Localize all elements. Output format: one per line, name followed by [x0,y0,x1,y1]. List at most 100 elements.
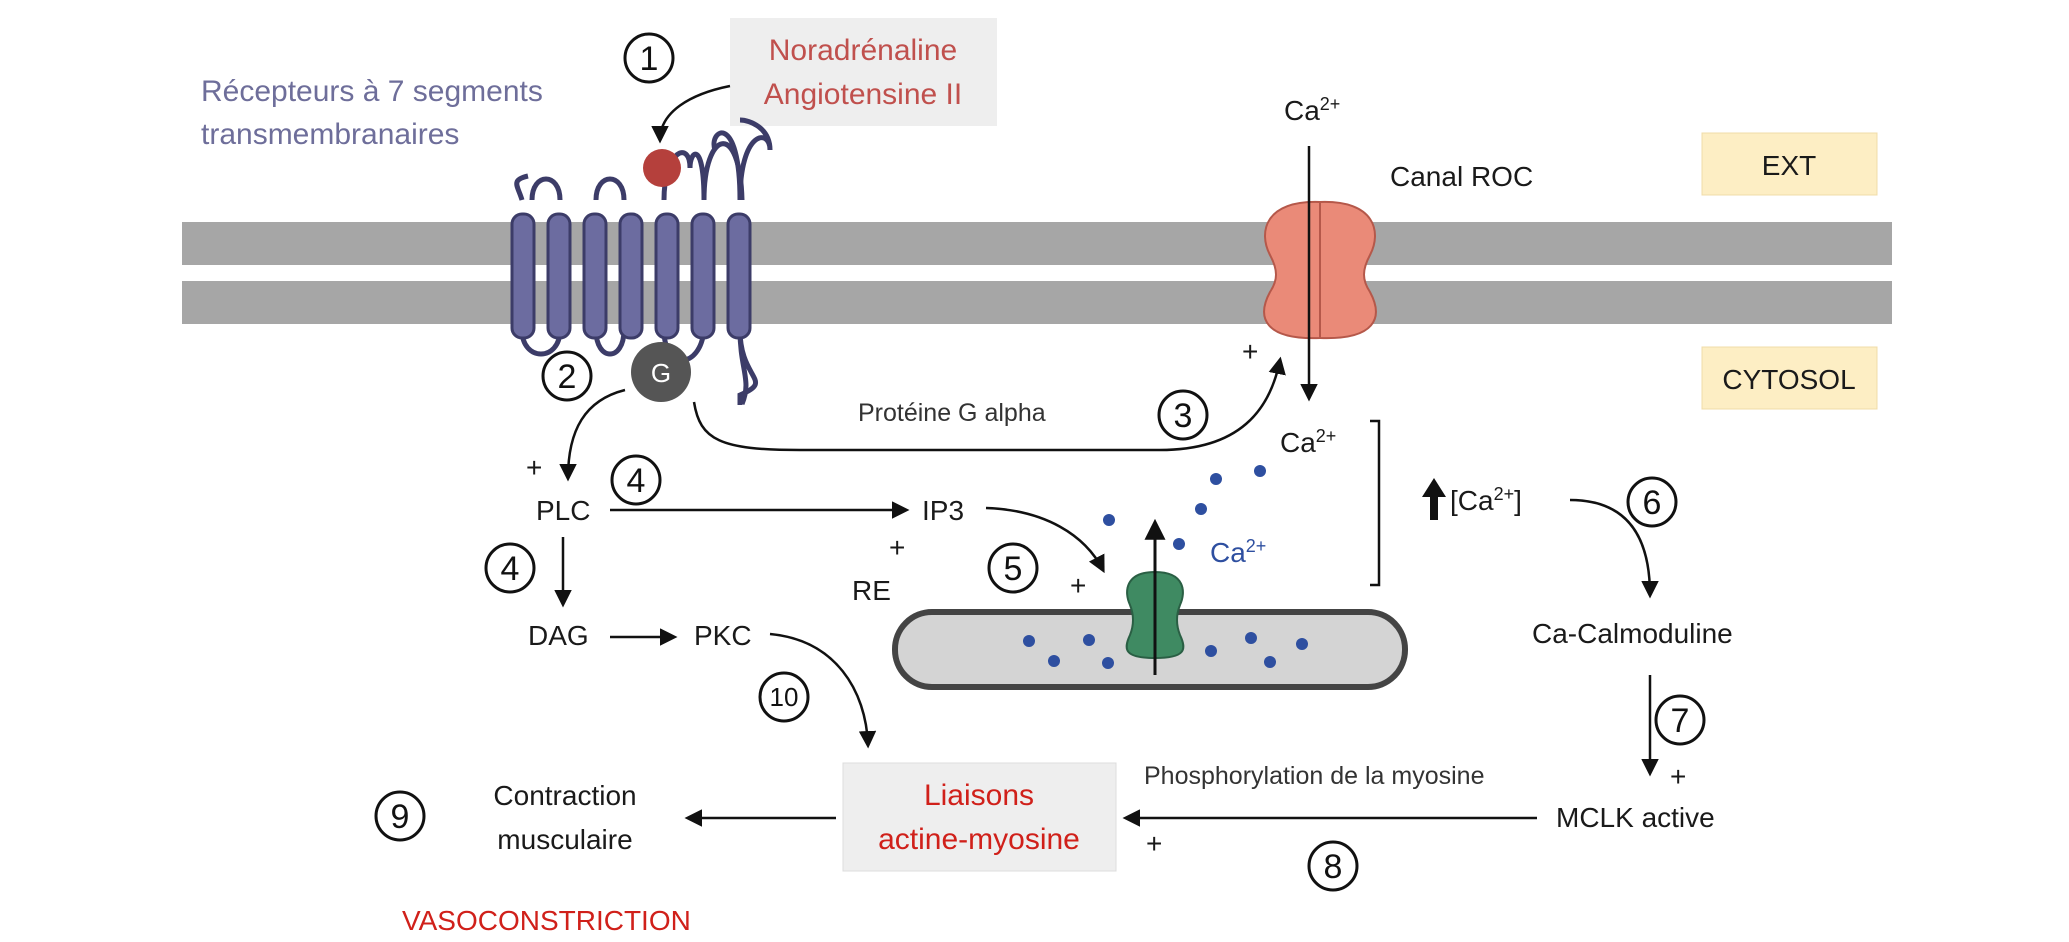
mclk-label: MCLK active [1556,802,1715,833]
plus-roc: + [1242,336,1258,367]
step-5-label: 5 [1004,550,1023,588]
phosphorylation-label: Phosphorylation de la myosine [1144,762,1484,790]
plus-ip3: + [889,532,905,563]
calcium-dot [1102,657,1114,669]
calcium-dot [1048,655,1060,667]
up-arrow-icon [1422,478,1446,520]
g-protein [631,342,691,402]
calcium-dots-cytosol [1103,465,1266,550]
tm-helix-2 [546,212,572,340]
calcium-dots-er [1023,632,1308,669]
er-channel-right [1154,570,1185,660]
arrow-g-to-plc [559,388,626,482]
liaisons-line2: actine-myosine [878,823,1080,856]
step-6-circle [1626,476,1678,528]
plus-mclk: + [1670,761,1686,792]
tm-helix-6 [690,212,716,340]
arrow-pkc-to-liaisons [769,632,877,749]
receptor-c-terminus [737,329,749,405]
step-3-label: 3 [1174,397,1193,435]
plus-er-channel: + [1070,570,1086,601]
step-4b-label: 4 [501,550,520,588]
er-channel-left [1125,570,1156,660]
er-channel [1125,570,1185,660]
calcium-dot [1296,638,1308,650]
step-2-circle [541,350,593,402]
pkc-label: PKC [694,620,752,651]
step-1-circle [623,32,675,84]
plus-liaisons: + [1146,828,1162,859]
membrane-inner-layer [182,281,1892,324]
ext-box [1701,132,1878,196]
calcium-dot [1173,538,1185,550]
calcium-dot [1264,656,1276,668]
roc-ca-label: Ca2+ [1284,94,1340,126]
tm-helix-3 [582,212,608,340]
tm-helix-4 [618,212,644,340]
roc-channel [1263,200,1377,340]
contraction-line1: Contraction [493,780,636,811]
ligand-ball [643,149,681,187]
liaisons-line1: Liaisons [924,779,1034,812]
re-label: RE [852,575,891,606]
roc-channel-right [1319,200,1377,340]
step-2-label: 2 [558,358,577,396]
step-5-circle [987,542,1039,594]
er-ca-label: Ca2+ [1210,536,1266,568]
step-4a-circle [610,454,662,506]
cytosol-box [1701,346,1878,410]
arrow-to-calmodulin [1569,498,1659,599]
step-6-label: 6 [1643,484,1662,522]
contraction-line2: musculaire [497,824,632,855]
tm-helix-7 [726,212,752,340]
step-4a-label: 4 [627,462,646,500]
step-7-label: 7 [1671,702,1690,740]
calcium-dot [1245,632,1257,644]
calmodulin-label: Ca-Calmoduline [1532,618,1733,649]
receptor-extracellular-loops [529,117,773,201]
roc-channel-name: Canal ROC [1390,161,1533,192]
step-10-label: 10 [770,682,799,712]
vasoconstriction-label: VASOCONSTRICTION [402,905,691,936]
tm-helix-5 [654,212,680,340]
calcium-dot [1083,634,1095,646]
arrow-ip3-to-er [985,506,1105,574]
receptor-intracellular-loops [519,329,759,405]
seven-tm-receptor [510,117,773,405]
step-3-circle [1157,389,1209,441]
membrane-outer-layer [182,222,1892,265]
calcium-dot [1103,514,1115,526]
calcium-bracket [1370,419,1381,587]
receptor-n-terminus [514,173,529,201]
receptor-title-line2: transmembranaires [201,118,459,151]
calcium-rise-label: [Ca2+] [1450,484,1522,516]
calcium-dot [1210,473,1222,485]
receptor-title-line1: Récepteurs à 7 segments [201,75,543,108]
step-9-label: 9 [391,798,410,836]
arrow-g-alpha [692,356,1286,452]
liaisons-box [842,762,1117,872]
arrow-ligand-binding [651,84,731,144]
ligand-noradrenaline: Noradrénaline [769,34,957,67]
step-8-circle [1307,840,1359,892]
step-4b-circle [484,542,536,594]
calcium-dot [1254,465,1266,477]
ip3-label: IP3 [922,495,964,526]
dag-label: DAG [528,620,589,651]
step-10-circle [758,671,810,723]
g-alpha-label: Protéine G alpha [858,399,1046,427]
tm-helix-1 [510,212,536,340]
roc-channel-left [1263,200,1321,340]
g-protein-label: G [651,358,671,388]
cytosol-ca-label: Ca2+ [1280,426,1336,458]
ligand-angiotensine: Angiotensine II [764,78,962,111]
calcium-dot [1205,645,1217,657]
plc-label: PLC [536,495,590,526]
ligand-box [730,18,997,126]
ext-label: EXT [1762,150,1816,181]
calcium-dot [1195,503,1207,515]
receptor-top-loop-right [701,141,745,201]
step-7-circle [1654,694,1706,746]
step-9-circle [374,790,426,842]
